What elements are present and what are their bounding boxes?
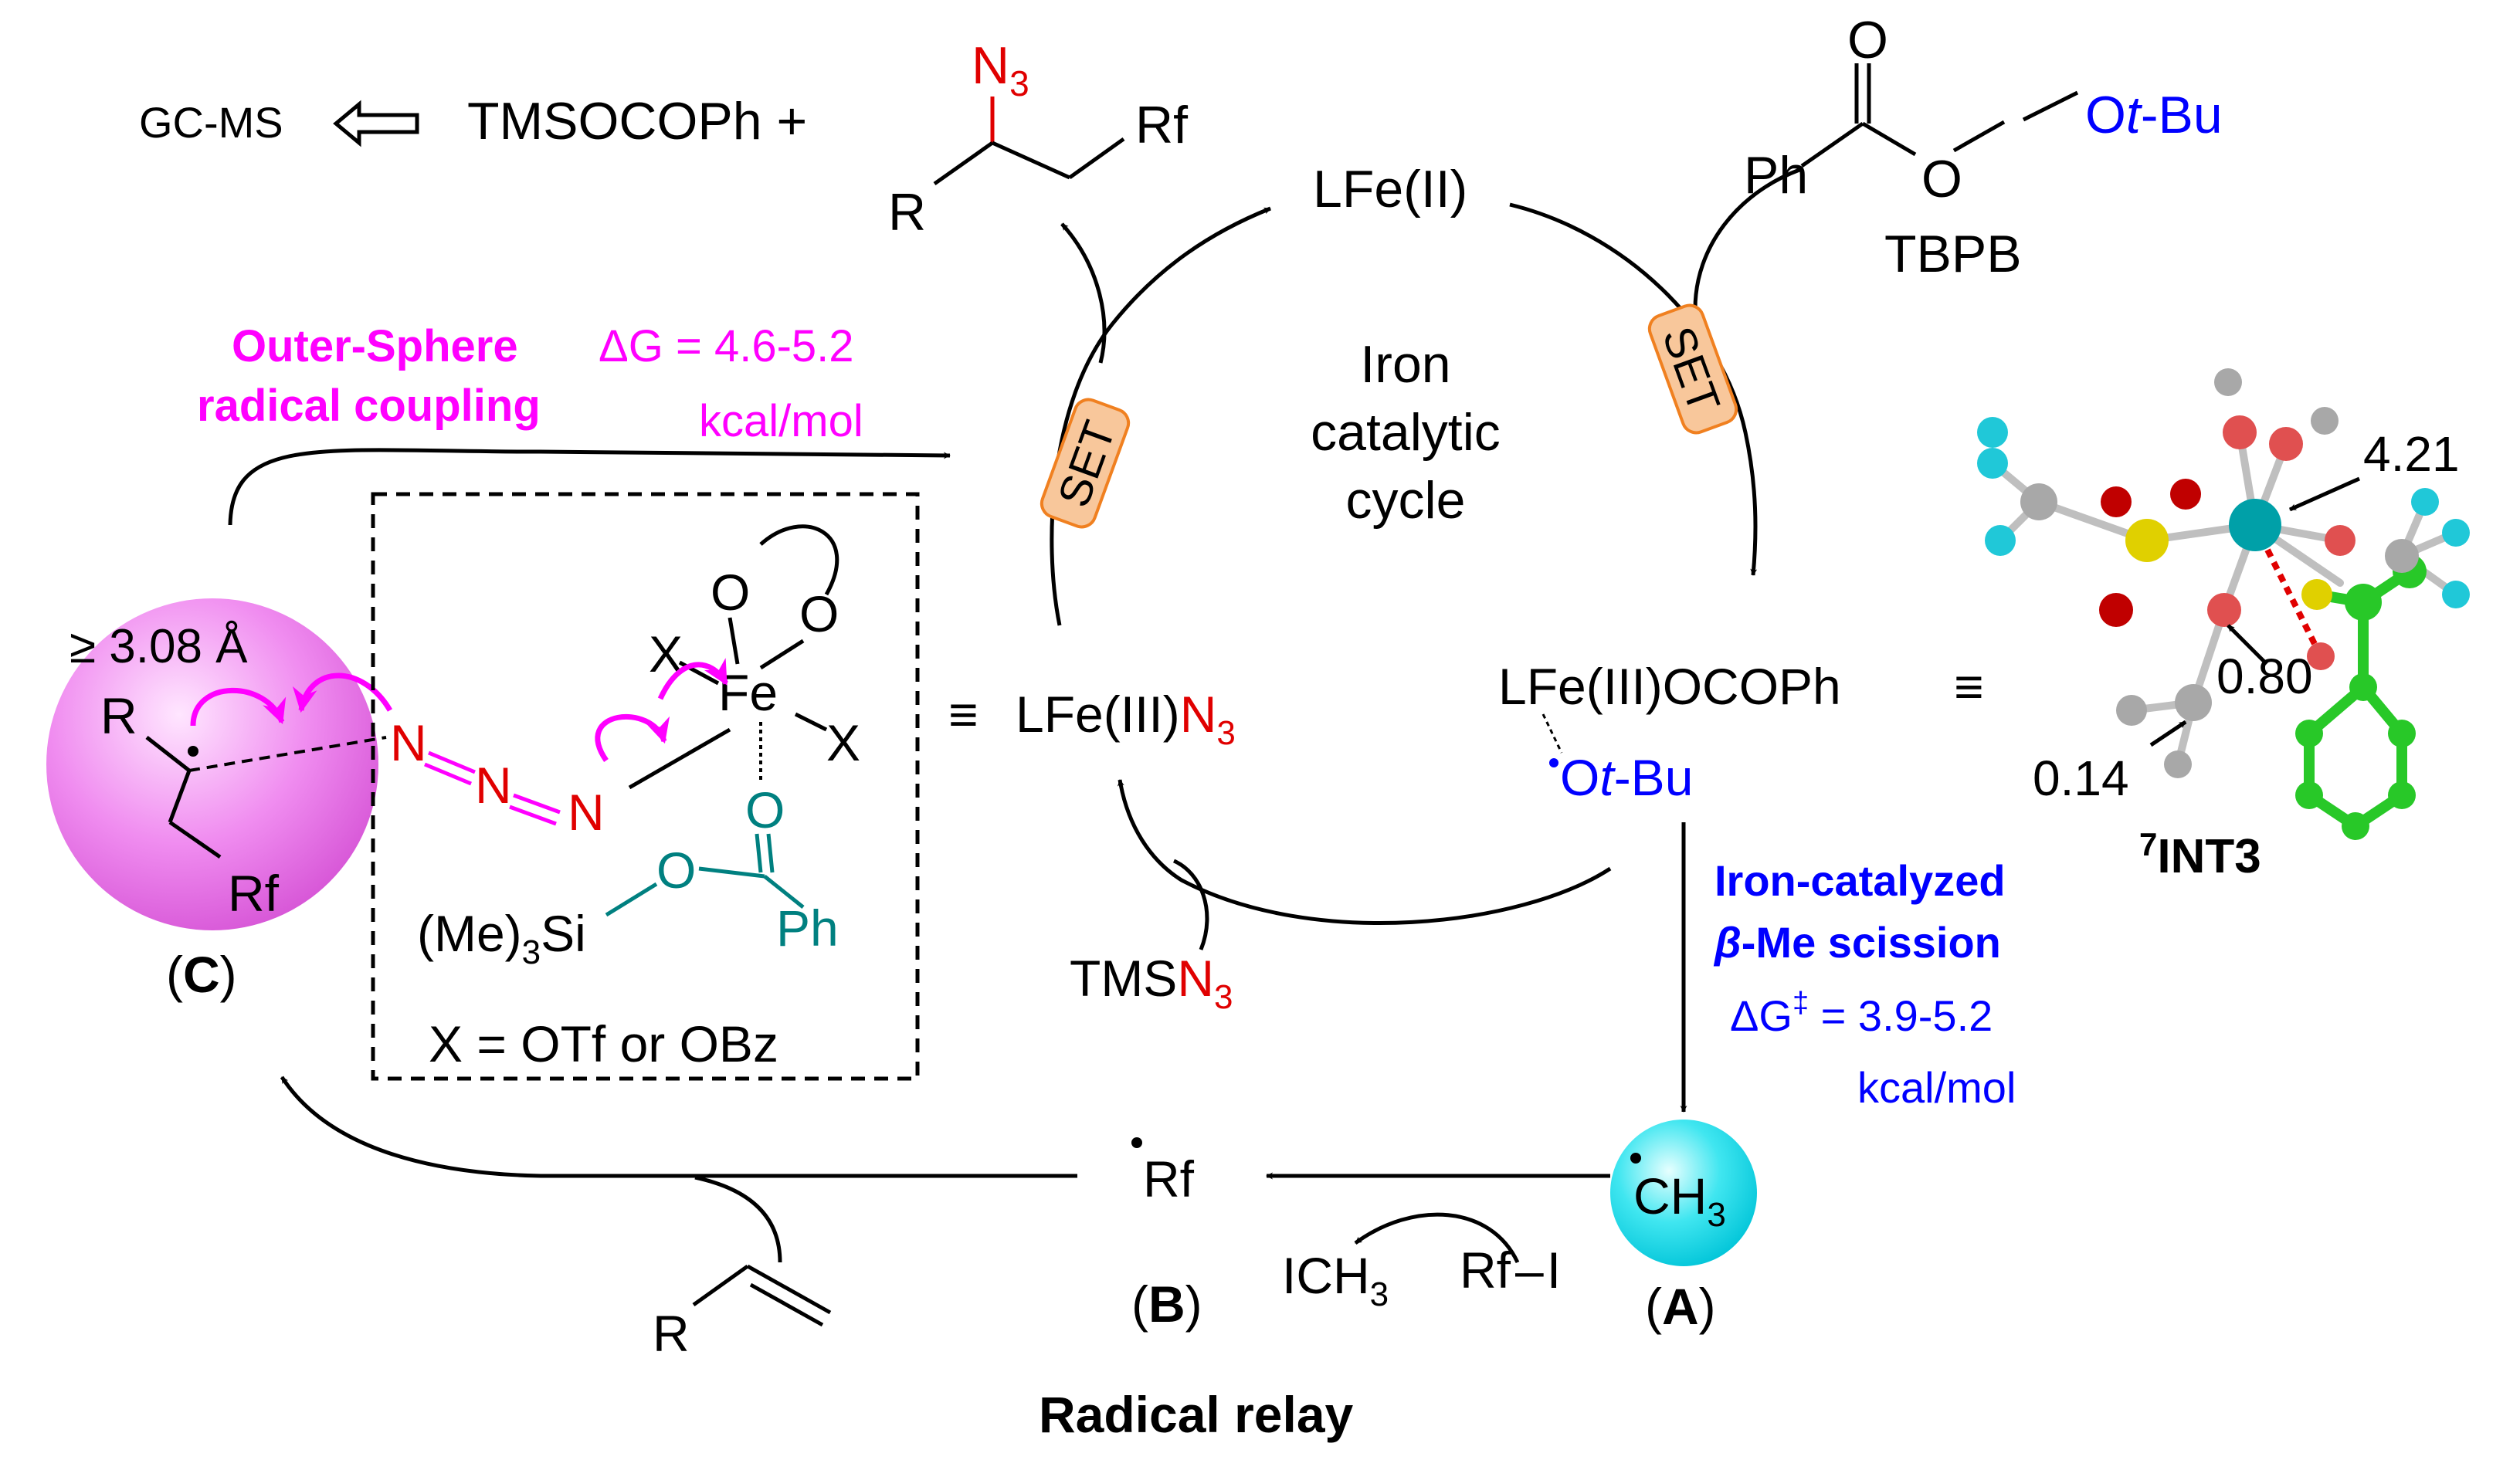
beta-title-2: β-Me scission	[1713, 918, 2001, 967]
c-n-forming-bond	[188, 736, 387, 772]
ts-chelate-arc	[759, 524, 839, 596]
azide-product-structure: N3 R Rf	[888, 36, 1188, 242]
b-radical-dot-icon	[1131, 1137, 1142, 1148]
set-badge-right: SET	[1647, 303, 1738, 435]
outer-sphere-dg-2: kcal/mol	[699, 396, 863, 446]
alkene-structure: R	[653, 1264, 832, 1362]
tmsn3-feed-arrow	[1172, 859, 1209, 950]
a-radical-dot-icon	[1630, 1153, 1641, 1164]
tbpb-carbonyl-o: O	[1847, 11, 1888, 69]
tmsn3-label: TMSN3	[1070, 950, 1233, 1016]
fe3-ocoph-label: LFe(III)OCOPh	[1498, 658, 1841, 715]
fe-o-dashed-bond	[1542, 713, 1563, 754]
azide-transfer-arrow	[1117, 779, 1612, 925]
tbpb-ester-o: O	[1921, 150, 1962, 208]
alkene-r-label: R	[653, 1305, 690, 1362]
relay-arrow-left	[280, 1076, 1077, 1178]
c-radical-dot-icon	[188, 746, 198, 757]
outer-sphere-dg-1: ΔG = 4.6-5.2	[599, 321, 854, 371]
ts-o1: O	[711, 564, 750, 621]
product-r-label: R	[888, 183, 926, 242]
product-rf-label: Rf	[1135, 96, 1188, 154]
int3-arrow-3	[2149, 720, 2187, 747]
beta-scission: Iron-catalyzed β-Me scission ΔG‡ = 3.9-5…	[1680, 822, 2016, 1113]
radical-dot-icon	[1549, 758, 1558, 767]
ts-electron-arrow-2	[657, 658, 729, 700]
ts-fe: Fe	[718, 664, 778, 721]
tms-ester-label: TMSOCOPh +	[467, 92, 807, 151]
product-azide-label: N3	[972, 36, 1029, 103]
tbpb-name: TBPB	[1884, 225, 2022, 283]
ts-n1: N	[390, 714, 427, 771]
b-label: (B)	[1131, 1275, 1202, 1333]
coupling-arrow	[228, 448, 951, 526]
tbpb-structure: O Ph O Ot-Bu TBPB	[1744, 11, 2223, 283]
ts-silyl-label: (Me)3Si	[417, 905, 586, 971]
ts-electron-arrow-1	[595, 713, 670, 762]
beta-dg-units: kcal/mol	[1857, 1063, 2016, 1112]
arc-oxidation-arrow	[1509, 202, 1758, 576]
beta-title-1: Iron-catalyzed	[1714, 856, 2006, 905]
iodine-transfer-arrow	[1354, 1212, 1520, 1264]
intermediate-c: ≥ 3.08 Å R Rf (C)	[46, 598, 393, 1003]
set-badge-left: SET	[1040, 398, 1131, 529]
outer-sphere-annotation: Outer-Sphere radical coupling ΔG = 4.6-5…	[197, 321, 951, 526]
int3-label: 7INT3	[2139, 826, 2261, 883]
ts-box-frame	[371, 492, 920, 1081]
radical-relay: CH3 (A) ICH3 Rf–I Rf (B) R Radical relay	[280, 1076, 1757, 1443]
c-distance-label: ≥ 3.08 Å	[70, 620, 248, 673]
int3-model: 4.21 0.80 0.14 7INT3	[1977, 368, 2470, 883]
alkene-feed-arrow	[694, 1175, 782, 1263]
rf-radical-label: Rf	[1143, 1150, 1195, 1208]
c-electron-arrow-1	[190, 687, 287, 727]
c-label: (C)	[166, 946, 237, 1003]
ts-n3: N	[568, 784, 605, 841]
fe2-label: LFe(II)	[1313, 160, 1467, 219]
fe3-n3-label: LFe(III)N3	[1016, 686, 1236, 752]
rfi-label: Rf–I	[1460, 1242, 1561, 1299]
fe3-n3-equiv: ≡	[948, 686, 978, 743]
outer-sphere-title-2: radical coupling	[197, 381, 541, 431]
ts-o2: O	[799, 585, 839, 642]
ts-box: O O X Fe X N N N O O (Me)3Si Ph X = OTf …	[371, 492, 920, 1081]
c-r-label: R	[100, 687, 137, 744]
radical-a-sphere	[1610, 1120, 1757, 1266]
cycle-title-3: cycle	[1346, 471, 1466, 530]
product-release-arrow	[1060, 222, 1107, 364]
gcms-label: GC-MS	[139, 98, 283, 147]
cycle-title-1: Iron	[1360, 335, 1450, 394]
ich3-label: ICH3	[1282, 1247, 1389, 1313]
radical-c-sphere	[46, 598, 378, 930]
tbpb-otbu-label: Ot-Bu	[2085, 86, 2223, 144]
a-label: (A)	[1645, 1278, 1716, 1335]
radical-relay-title: Radical relay	[1039, 1386, 1354, 1443]
otbu-radical-label: Ot-Bu	[1560, 749, 1693, 806]
c-electron-arrow-2	[292, 672, 393, 713]
cycle-title-2: catalytic	[1311, 403, 1501, 462]
c-rf-label: Rf	[228, 865, 280, 922]
a-ch3-label: CH3	[1633, 1167, 1726, 1234]
ts-x-definition: X = OTf or OBz	[429, 1015, 778, 1072]
outer-sphere-title-1: Outer-Sphere	[232, 321, 518, 371]
ts-carbonyl-o: O	[745, 781, 785, 838]
int3-distance-2: 0.80	[2216, 649, 2313, 704]
ts-ester-o: O	[656, 842, 696, 899]
int3-arrow-2	[2227, 624, 2268, 666]
int3-distance-1: 4.21	[2363, 426, 2460, 482]
tbpb-feed-arrow	[1693, 168, 1800, 310]
ts-n2: N	[475, 757, 512, 814]
int3-distance-3: 0.14	[2033, 750, 2129, 806]
fe3-ocoph-equiv: ≡	[1954, 658, 1984, 715]
top-row: GC-MS TMSOCOPh + N3 R Rf	[139, 36, 1188, 242]
int3-arrow-1	[2288, 476, 2361, 512]
open-arrow-icon	[333, 100, 419, 147]
beta-dg-1: ΔG‡ = 3.9-5.2	[1730, 987, 1993, 1040]
ts-ph-label: Ph	[776, 899, 839, 957]
ts-x-right: X	[826, 714, 860, 771]
